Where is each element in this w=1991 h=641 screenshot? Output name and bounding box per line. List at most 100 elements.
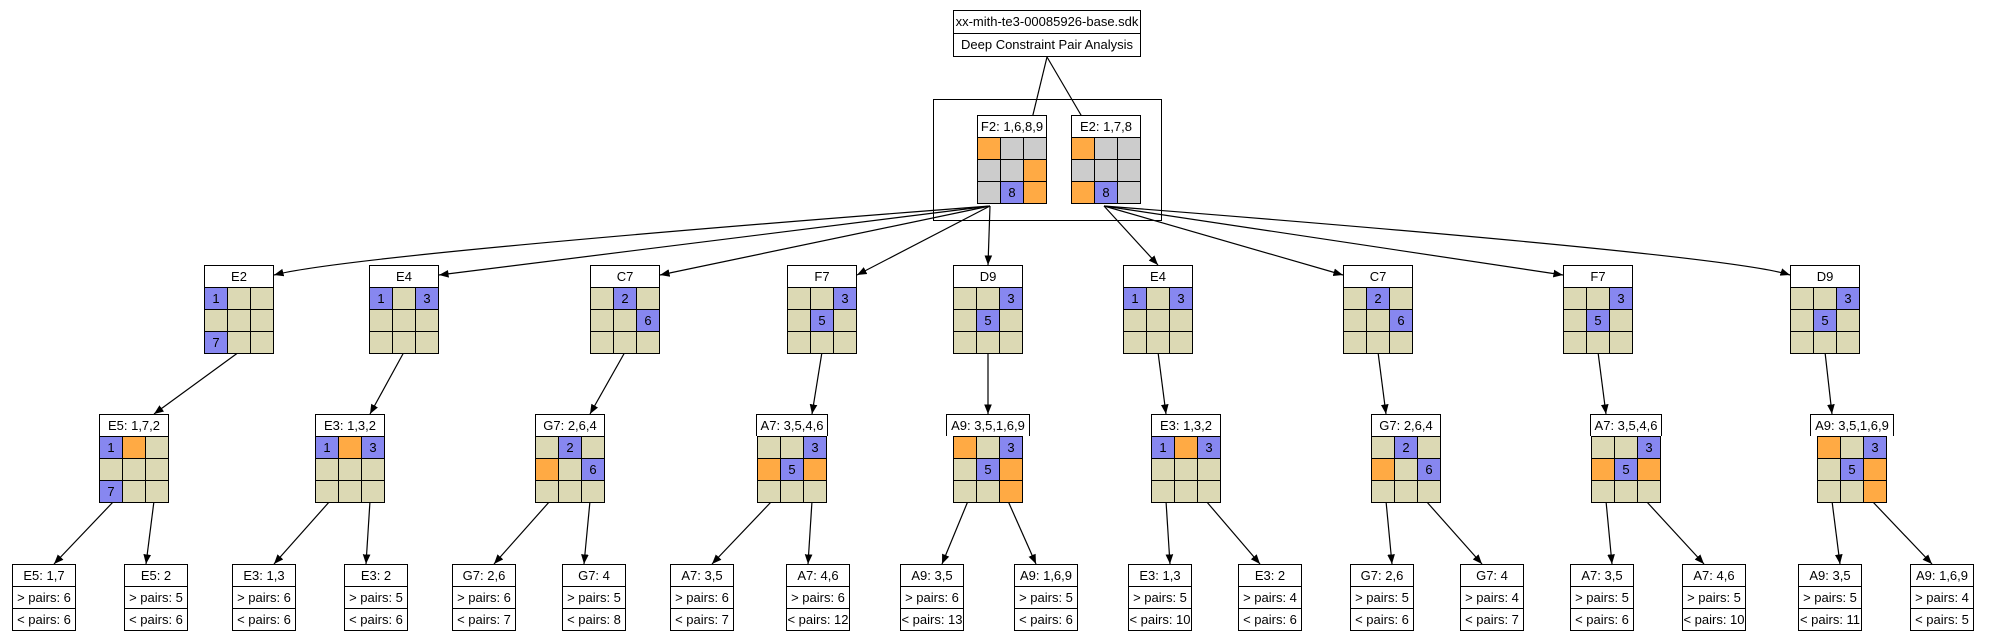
- edge-e2-to-level2: [1103, 205, 1564, 278]
- grid-cell: [978, 182, 1000, 203]
- edge-level3-to-leaf: [273, 500, 331, 565]
- grid-cell: [251, 332, 273, 353]
- grid-cell: [146, 481, 168, 502]
- grid-cell: [591, 288, 613, 309]
- edge-level3-to-leaf: [1205, 500, 1261, 565]
- grid-cell: [251, 288, 273, 309]
- grid-cell: [1024, 160, 1046, 181]
- grid-cell: [788, 288, 810, 309]
- grid-cell: [228, 288, 250, 309]
- grid-cell: [339, 459, 361, 480]
- level3-node-label: G7: 2,6,4: [535, 414, 605, 436]
- grid-cell: [1152, 481, 1174, 502]
- grid-cell: 5: [1587, 310, 1609, 331]
- grid-cell: [781, 481, 803, 502]
- leaf-less-pairs: < pairs: 7: [671, 608, 733, 630]
- edge-level2-to-level3: [1824, 351, 1835, 415]
- grid-cell: [758, 481, 780, 502]
- level2-node-label: E4: [369, 265, 439, 287]
- edge-f2-to-level2: [659, 205, 991, 277]
- grid-cell: 7: [205, 332, 227, 353]
- leaf-greater-pairs: > pairs: 5: [125, 586, 187, 608]
- grid-cell: [146, 459, 168, 480]
- leaf-node: E3: 1,3> pairs: 5< pairs: 10: [1128, 564, 1192, 631]
- grid-cell: 5: [1814, 310, 1836, 331]
- grid-cell: [1615, 437, 1637, 458]
- leaf-greater-pairs: > pairs: 6: [13, 586, 75, 608]
- leaf-label: A9: 1,6,9: [1019, 568, 1073, 583]
- grid-cell: [370, 332, 392, 353]
- leaf-greater-pairs: > pairs: 5: [1129, 586, 1191, 608]
- grid-cell: [536, 459, 558, 480]
- grid-cell: [1118, 182, 1140, 203]
- grid-cell: [758, 459, 780, 480]
- leaf-less-pairs: < pairs: 6: [125, 608, 187, 630]
- grid-cell: [251, 310, 273, 331]
- leaf-node: G7: 4> pairs: 4< pairs: 7: [1460, 564, 1524, 631]
- grid-cell: [811, 332, 833, 353]
- grid-cell: [1147, 332, 1169, 353]
- leaf-label: G7: 4: [578, 568, 610, 583]
- grid-cell: [954, 459, 976, 480]
- leaf-less-pairs: < pairs: 6: [345, 608, 407, 630]
- leaf-label: A9: 1,6,9: [1915, 568, 1969, 583]
- leaf-greater-pairs: > pairs: 6: [901, 586, 963, 608]
- leaf-node: A9: 1,6,9> pairs: 5< pairs: 6: [1014, 564, 1078, 631]
- edge-e2-to-level2: [1103, 205, 1159, 266]
- grid-cell: 1: [1124, 288, 1146, 309]
- leaf-node: G7: 2,6> pairs: 5< pairs: 6: [1350, 564, 1414, 631]
- edge-level3-to-leaf: [711, 500, 773, 565]
- grid-cell: [1814, 288, 1836, 309]
- grid-cell: [1615, 481, 1637, 502]
- leaf-node: A7: 4,6> pairs: 6< pairs: 12: [786, 564, 850, 631]
- grid-cell: [1000, 481, 1022, 502]
- leaf-less-pairs: < pairs: 13: [901, 608, 963, 630]
- grid-cell: 3: [834, 288, 856, 309]
- grid-cell: 2: [1367, 288, 1389, 309]
- grid-cell: [1841, 437, 1863, 458]
- edge-level3-to-leaf: [1007, 500, 1037, 565]
- grid-cell: [582, 437, 604, 458]
- leaf-node: A9: 3,5> pairs: 5< pairs: 11: [1798, 564, 1862, 631]
- grid-cell: 6: [582, 459, 604, 480]
- grid-cell: [1395, 481, 1417, 502]
- leaf-less-pairs: < pairs: 10: [1683, 608, 1745, 630]
- edge-level2-to-level3: [369, 351, 405, 415]
- grid-cell: 3: [1610, 288, 1632, 309]
- grid-cell: [1791, 332, 1813, 353]
- level2-node-label: E4: [1123, 265, 1193, 287]
- grid-cell: [1837, 332, 1859, 353]
- grid-cell: [536, 437, 558, 458]
- grid-cell: [834, 310, 856, 331]
- level3-node-label: E3: 1,3,2: [315, 414, 385, 436]
- grid-cell: [977, 288, 999, 309]
- grid-cell: [1841, 481, 1863, 502]
- grid-cell: [1418, 481, 1440, 502]
- level1-node-label: E2: 1,7,8: [1071, 115, 1141, 137]
- leaf-node: E3: 2> pairs: 5< pairs: 6: [344, 564, 408, 631]
- leaf-label: E5: 1,7: [23, 568, 65, 583]
- grid-cell: [1638, 459, 1660, 480]
- leaf-less-pairs: < pairs: 5: [1911, 608, 1973, 630]
- grid-cell: [1024, 182, 1046, 203]
- leaf-label: A7: 4,6: [1693, 568, 1735, 583]
- grid-cell: [1587, 332, 1609, 353]
- level2-node-label: F7: [1563, 265, 1633, 287]
- grid-cell: [1791, 288, 1813, 309]
- level3-node-label: E3: 1,3,2: [1151, 414, 1221, 436]
